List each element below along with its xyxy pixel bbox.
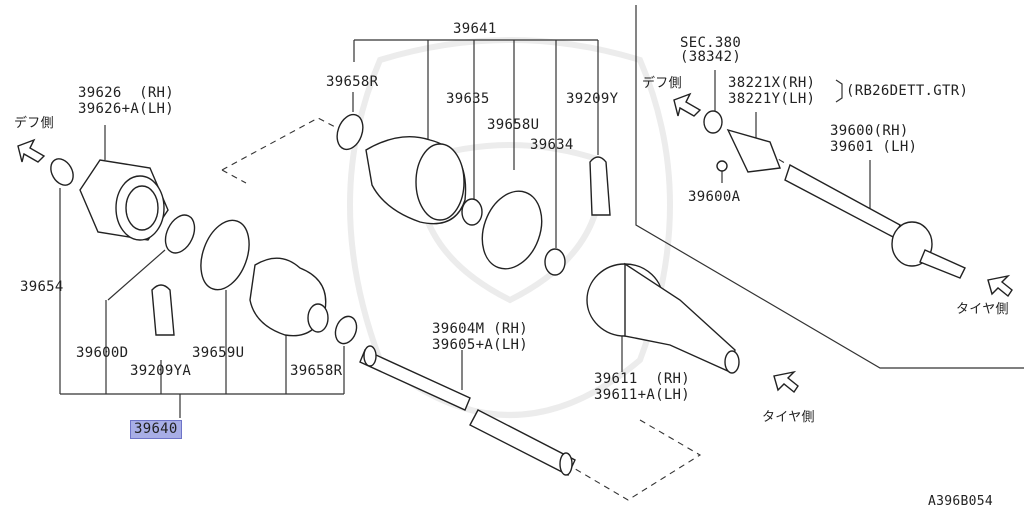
label-39611-rh[interactable]: 39611 (RH) bbox=[594, 371, 691, 387]
band-39658U bbox=[481, 190, 543, 270]
label-39641[interactable]: 39641 bbox=[453, 21, 497, 37]
brace-rb26 bbox=[835, 79, 843, 103]
boot-band-39659U bbox=[200, 219, 250, 291]
grease-tube-39209YA bbox=[151, 284, 175, 336]
label-39209YA[interactable]: 39209YA bbox=[130, 363, 192, 379]
housing-39626 bbox=[79, 159, 169, 241]
label-39634[interactable]: 39634 bbox=[530, 137, 574, 153]
label-39600D[interactable]: 39600D bbox=[76, 345, 129, 361]
label-39658R-bottom[interactable]: 39658R bbox=[290, 363, 343, 379]
ring-39635 bbox=[461, 198, 483, 226]
label-38221Y[interactable]: 38221Y(LH) bbox=[728, 91, 816, 107]
label-39635[interactable]: 39635 bbox=[446, 91, 490, 107]
circlip-39600D bbox=[164, 214, 196, 254]
label-39658U[interactable]: 39658U bbox=[487, 117, 540, 133]
bolt-39600A bbox=[716, 160, 728, 172]
shaft-39604M bbox=[359, 345, 471, 411]
bracket-39641 bbox=[353, 39, 599, 248]
clip-39658R-lower bbox=[334, 315, 358, 345]
dashed-outline-upper-left bbox=[221, 169, 247, 184]
diagram-code: A396B054 bbox=[928, 494, 994, 509]
label-tire-side-right: タイヤ側 bbox=[956, 302, 1009, 317]
boot-39640 bbox=[249, 257, 329, 337]
grease-tube-39209Y bbox=[589, 156, 611, 216]
label-39626-rh[interactable]: 39626 (RH) bbox=[78, 85, 175, 101]
ring-39634 bbox=[544, 248, 566, 276]
label-39601-lh[interactable]: 39601 (LH) bbox=[830, 139, 918, 155]
label-39626-lh[interactable]: 39626+A(LH) bbox=[78, 101, 175, 117]
shaft-lower bbox=[469, 409, 576, 476]
drive-shaft-39600 bbox=[703, 110, 966, 279]
label-tire-side-mid: タイヤ側 bbox=[762, 410, 815, 425]
label-39611-lh[interactable]: 39611+A(LH) bbox=[594, 387, 691, 403]
label-rb26: (RB26DETT.GTR) bbox=[846, 83, 969, 99]
label-38221X[interactable]: 38221X(RH) bbox=[728, 75, 816, 91]
inset-border bbox=[635, 5, 1024, 369]
flange-38221 bbox=[726, 128, 781, 173]
label-diff-side-left: デフ側 bbox=[14, 116, 54, 131]
outer-joint-39611 bbox=[586, 262, 740, 374]
watermark-emblem bbox=[347, 37, 673, 418]
label-sec380-sub: (38342) bbox=[680, 49, 742, 65]
label-39654[interactable]: 39654 bbox=[20, 279, 64, 295]
label-39600-rh[interactable]: 39600(RH) bbox=[830, 123, 909, 139]
label-diff-side-right: デフ側 bbox=[642, 76, 682, 91]
arrow-diff-side-left bbox=[17, 138, 46, 163]
arrow-tire-side-right bbox=[987, 274, 1013, 298]
seal-38342 bbox=[703, 110, 723, 134]
label-39209Y[interactable]: 39209Y bbox=[566, 91, 619, 107]
label-39658R-top[interactable]: 39658R bbox=[326, 74, 379, 90]
bracket-39640 bbox=[59, 188, 345, 418]
clip-39658R-upper bbox=[336, 113, 364, 151]
dashed-outline-upper bbox=[221, 117, 361, 171]
snap-ring-39654 bbox=[50, 158, 74, 186]
label-39640-highlighted[interactable]: 39640 bbox=[130, 420, 182, 439]
label-39605[interactable]: 39605+A(LH) bbox=[432, 337, 529, 353]
leader-39600D bbox=[107, 249, 166, 301]
label-39659U[interactable]: 39659U bbox=[192, 345, 245, 361]
label-39600A[interactable]: 39600A bbox=[688, 189, 741, 205]
label-sec380[interactable]: SEC.380 bbox=[680, 35, 742, 51]
dashed-outline-lower bbox=[559, 419, 702, 501]
arrow-tire-side-mid bbox=[773, 370, 799, 394]
label-39604M[interactable]: 39604M (RH) bbox=[432, 321, 529, 337]
boot-39641 bbox=[365, 135, 467, 225]
arrow-diff-side-right bbox=[673, 92, 702, 117]
